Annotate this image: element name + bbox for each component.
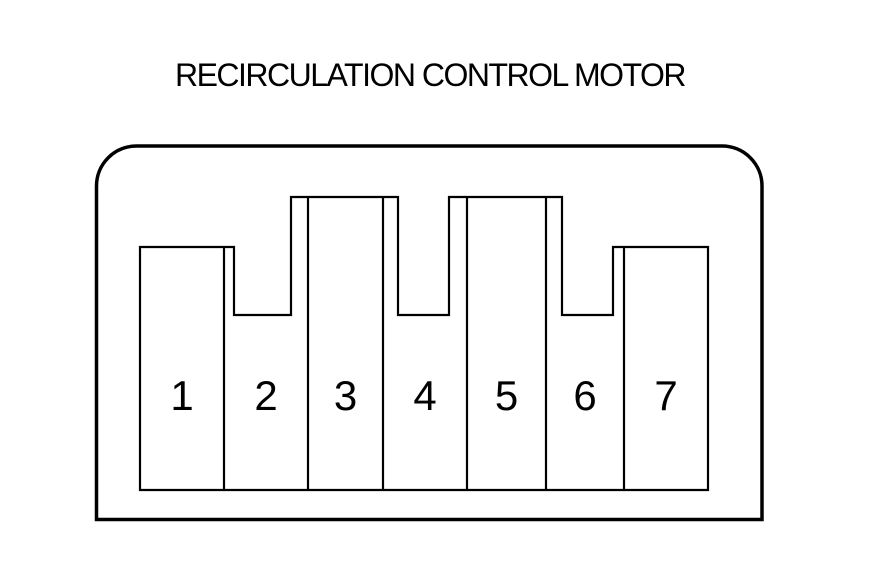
- pin-numbers: 1 2 3 4 5 6 7: [170, 372, 677, 419]
- pin-number-5: 5: [495, 372, 518, 419]
- pin-number-4: 4: [413, 372, 436, 419]
- diagram-title: RECIRCULATION CONTROL MOTOR: [174, 57, 687, 93]
- pin-number-2: 2: [254, 372, 277, 419]
- connector-outer-shell: [94, 144, 764, 522]
- connector-cavity-profile: [138, 195, 710, 492]
- pin-number-6: 6: [573, 372, 596, 419]
- pin-dividers: [222, 197, 626, 490]
- pin-number-1: 1: [170, 372, 193, 419]
- pin-number-3: 3: [334, 372, 357, 419]
- pin-number-7: 7: [654, 372, 677, 419]
